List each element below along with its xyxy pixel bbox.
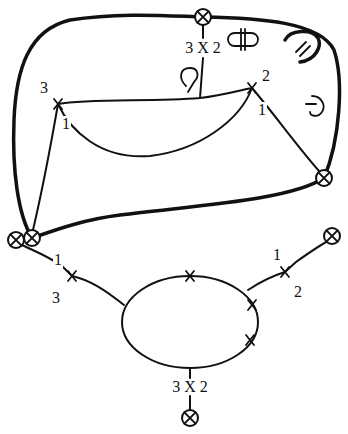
cross-mark (281, 267, 289, 277)
callout-number: 1 (61, 116, 71, 132)
outer-outline (14, 15, 340, 238)
cross-mark (246, 335, 254, 345)
inner-lens (58, 88, 252, 156)
callout-number: 3 X 2 (184, 40, 222, 56)
strand (252, 88, 320, 172)
terminal (195, 9, 211, 25)
ring (122, 276, 258, 368)
callout-number: 3 (39, 80, 49, 96)
strand (33, 104, 58, 230)
terminal (324, 228, 340, 244)
cross-mark (248, 83, 256, 93)
callout-number: 2 (261, 68, 271, 84)
strand (20, 244, 124, 305)
terminal (316, 170, 332, 186)
terminal (8, 232, 24, 248)
callout-number: 2 (293, 284, 303, 300)
callout-number: 1 (272, 247, 282, 263)
callout-number: 3 X 2 (171, 379, 209, 395)
strand (200, 25, 203, 98)
callout-number: 1 (257, 102, 267, 118)
callout-number: 3 (51, 290, 61, 306)
terminal (24, 230, 40, 246)
strand (248, 240, 330, 290)
terminal (182, 410, 198, 426)
cross-mark (186, 271, 194, 281)
callout-number: 1 (53, 252, 63, 268)
cross-mark (248, 300, 256, 310)
small-ring (181, 29, 323, 116)
cross-mark (68, 271, 76, 281)
cross-mark (54, 99, 62, 109)
